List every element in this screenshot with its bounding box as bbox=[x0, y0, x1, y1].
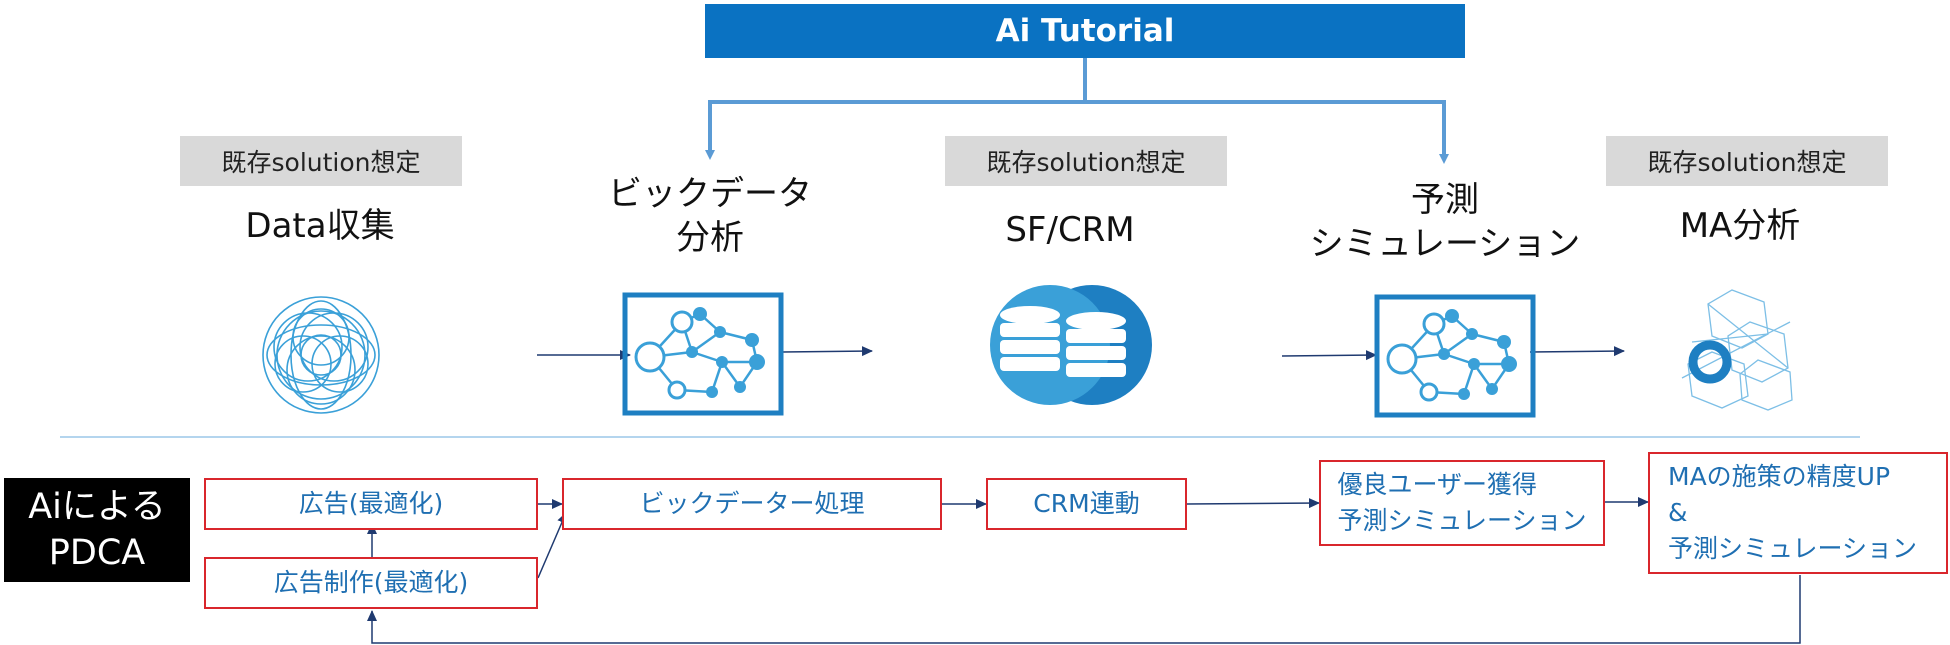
icon-flow-arrows bbox=[537, 346, 1625, 361]
box-crm-integration: CRM連動 bbox=[986, 478, 1187, 530]
neural-network-icon bbox=[1374, 294, 1536, 418]
box-ad-optimization: 広告(最適化) bbox=[204, 478, 538, 530]
box-ma-precision: MAの施策の精度UP & 予測シミュレーション bbox=[1648, 452, 1948, 574]
stage-label-ma: MA分析 bbox=[1620, 204, 1860, 248]
polygon-network-icon bbox=[1681, 289, 1793, 411]
pdca-label: Aiによる PDCA bbox=[4, 478, 190, 582]
pdca-label-line: PDCA bbox=[48, 533, 146, 573]
box-line: MAの施策の精度UP bbox=[1668, 462, 1891, 491]
title-tree-lines bbox=[705, 58, 1449, 164]
pdca-label-line: Aiによる bbox=[28, 487, 166, 527]
box-user-acquisition: 優良ユーザー獲得 予測シミュレーション bbox=[1319, 460, 1605, 546]
stage-label-line: シミュレーション bbox=[1309, 224, 1581, 264]
database-icon bbox=[990, 285, 1152, 405]
solution-tag: 既存solution想定 bbox=[945, 136, 1227, 186]
solution-tag: 既存solution想定 bbox=[180, 136, 462, 186]
box-ad-production: 広告制作(最適化) bbox=[204, 557, 538, 609]
circles-icon bbox=[262, 296, 380, 414]
box-line: 予測シミュレーション bbox=[1668, 534, 1918, 563]
stage-label-data-collection: Data収集 bbox=[190, 204, 450, 248]
solution-tag: 既存solution想定 bbox=[1606, 136, 1888, 186]
stage-label-big-data: ビックデータ 分析 bbox=[580, 172, 840, 260]
stage-label-line: ビックデータ bbox=[608, 174, 812, 214]
box-line: 予測シミュレーション bbox=[1337, 506, 1587, 535]
box-big-data-processing: ビックデーター処理 bbox=[562, 478, 942, 530]
stage-label-line: MA分析 bbox=[1679, 206, 1801, 246]
stage-label-line: Data収集 bbox=[245, 206, 395, 246]
stage-label-prediction: 予測 シミュレーション bbox=[1290, 178, 1600, 266]
neural-network-icon bbox=[622, 292, 784, 416]
stage-label-sf-crm: SF/CRM bbox=[945, 208, 1195, 252]
stage-label-line: 予測 bbox=[1411, 180, 1479, 220]
pdca-flow-arrows bbox=[367, 497, 1801, 644]
page-title: Ai Tutorial bbox=[705, 4, 1465, 58]
box-line: & bbox=[1668, 498, 1688, 527]
box-line: 優良ユーザー獲得 bbox=[1337, 470, 1537, 499]
stage-label-line: 分析 bbox=[676, 218, 744, 258]
stage-label-line: SF/CRM bbox=[1005, 210, 1135, 250]
